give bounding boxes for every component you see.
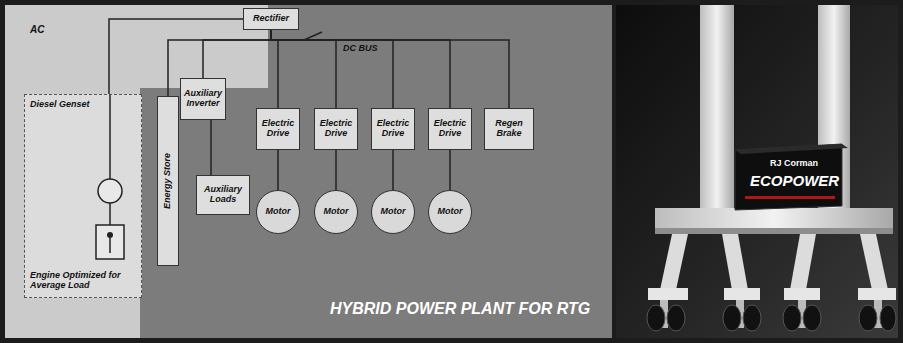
diagram-panel <box>5 5 612 338</box>
node-title: Motor <box>324 207 349 217</box>
wire-connector <box>271 30 278 108</box>
drive-box: Electric Drive <box>256 108 300 150</box>
diagram-title: HYBRID POWER PLANT FOR RTG <box>330 300 590 318</box>
electric-region <box>140 5 612 338</box>
wire-connector <box>449 150 451 190</box>
wire-connector <box>335 150 337 190</box>
node-title: Auxiliary Loads <box>199 185 247 205</box>
motor-circle: Motor <box>256 190 300 234</box>
photo-panel <box>616 5 898 338</box>
node-title: Electric Drive <box>259 119 297 139</box>
energy-store-box: Energy Store <box>157 96 179 266</box>
wire-connector <box>210 120 212 175</box>
bus-label: DC BUS <box>341 43 380 53</box>
wire-connector <box>392 150 394 190</box>
inverter-box: Auxiliary Inverter <box>180 78 226 120</box>
node-title: Motor <box>266 207 291 217</box>
wire-connector <box>277 150 279 190</box>
wire-connector <box>271 30 393 108</box>
motor-circle: Motor <box>428 190 472 234</box>
brake-box: Regen Brake <box>484 108 534 150</box>
loads-box: Auxiliary Loads <box>196 175 250 215</box>
node-title: Diesel Genset <box>30 100 100 110</box>
node-title: Auxiliary Inverter <box>183 89 223 109</box>
genset-region: Diesel GensetEngine Optimized for Averag… <box>24 94 142 298</box>
wire-connector <box>271 30 509 108</box>
node-note: Engine Optimized for Average Load <box>30 271 138 291</box>
drive-box: Electric Drive <box>371 108 415 150</box>
brand-text: RJ Corman <box>770 158 818 168</box>
node-title: Regen Brake <box>487 119 531 139</box>
node-title: Motor <box>438 207 463 217</box>
motor-circle: Motor <box>371 190 415 234</box>
node-title: Motor <box>381 207 406 217</box>
node-title: Electric Drive <box>374 119 412 139</box>
wire-connector <box>203 30 271 78</box>
wire-connector <box>271 30 336 108</box>
node-title: Energy Store <box>163 153 173 209</box>
genset-symbols <box>25 95 143 299</box>
drive-box: Electric Drive <box>314 108 358 150</box>
node-title: Electric Drive <box>317 119 355 139</box>
brand-logo: ECOPOWER <box>750 172 839 189</box>
rectifier-box: Rectifier <box>243 8 299 30</box>
node-title: Electric Drive <box>431 119 469 139</box>
motor-circle: Motor <box>314 190 358 234</box>
rtg-crane <box>647 5 896 331</box>
node-title: Rectifier <box>253 14 289 24</box>
bus-switch <box>304 32 322 40</box>
drive-box: Electric Drive <box>428 108 472 150</box>
signal-label: AC <box>30 24 44 35</box>
wire-connector <box>271 30 450 108</box>
